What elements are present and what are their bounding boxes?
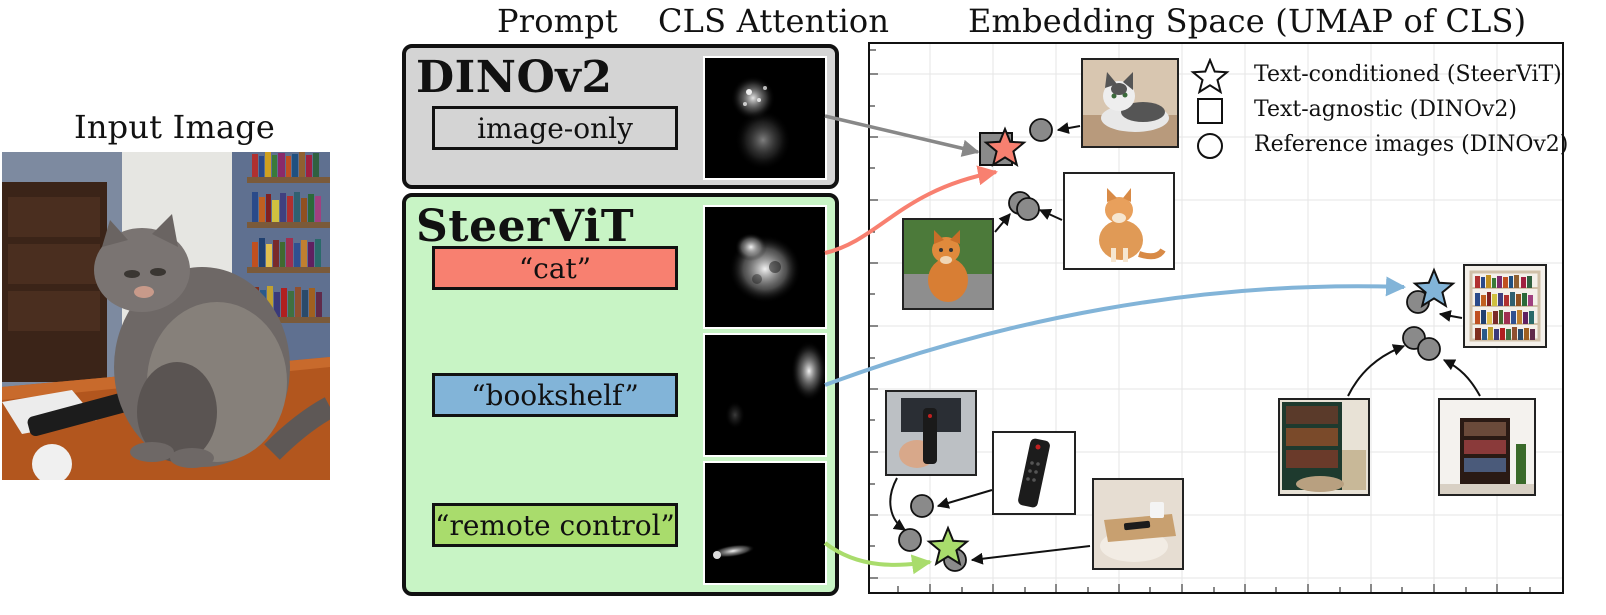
thumb-cat-orange-white-art bbox=[1065, 174, 1173, 268]
thumb-bookshelf-room bbox=[1278, 398, 1370, 496]
thumb-cat-orange-white bbox=[1063, 172, 1175, 270]
thumb-remote-hand bbox=[885, 390, 977, 476]
input-cat-illustration bbox=[2, 152, 330, 480]
thumb-remote-white bbox=[992, 431, 1076, 515]
prompt-remote-control: “remote control” bbox=[432, 503, 678, 547]
prompt-cat-label: “cat” bbox=[518, 251, 592, 285]
thumb-remote-table bbox=[1092, 478, 1184, 570]
thumb-cat-lying-art bbox=[1083, 60, 1177, 146]
thumb-bookshelf-white bbox=[1463, 264, 1547, 348]
dinov2-panel-title: DINOv2 bbox=[416, 52, 613, 103]
attention-map-remote-heat bbox=[711, 544, 755, 559]
prompt-bookshelf: “bookshelf” bbox=[432, 373, 678, 417]
attention-map-bookshelf bbox=[703, 333, 827, 457]
attention-map-dinov2-heat bbox=[731, 76, 791, 170]
thumb-remote-white-art bbox=[994, 433, 1074, 513]
thumb-bookshelf-dark-art bbox=[1440, 400, 1534, 494]
attention-map-cat bbox=[703, 205, 827, 329]
thumb-cat-lying bbox=[1081, 58, 1179, 148]
prompt-cat: “cat” bbox=[432, 246, 678, 290]
prompt-image-only: image-only bbox=[432, 106, 678, 150]
thumb-cat-sitting-street-art bbox=[904, 220, 992, 308]
legend-item-star bbox=[1190, 58, 1230, 94]
prompt-image-only-label: image-only bbox=[477, 111, 633, 145]
thumb-bookshelf-white-art bbox=[1465, 266, 1545, 346]
attention-map-remote bbox=[703, 461, 827, 585]
thumb-remote-table-art bbox=[1094, 480, 1182, 568]
legend-item-square bbox=[1196, 97, 1224, 125]
legend-label-circle: Reference images (DINOv2) bbox=[1254, 132, 1569, 157]
steervit-panel-title: SteerViT bbox=[416, 201, 635, 252]
legend-circle-icon bbox=[1197, 133, 1223, 159]
embedding-space-header: Embedding Space (UMAP of CLS) bbox=[968, 2, 1527, 40]
legend-item-circle bbox=[1196, 132, 1224, 160]
prompt-header: Prompt bbox=[497, 2, 618, 40]
embedding-plot-grid bbox=[870, 44, 1562, 592]
input-cat-photo bbox=[2, 152, 330, 480]
thumb-bookshelf-room-art bbox=[1280, 400, 1368, 494]
legend-label-star: Text-conditioned (SteerViT) bbox=[1254, 62, 1562, 87]
legend-square-icon bbox=[1197, 98, 1223, 124]
thumb-remote-hand-art bbox=[887, 392, 975, 474]
attention-map-bookshelf-heat bbox=[725, 341, 825, 429]
attention-map-dinov2 bbox=[703, 56, 827, 180]
cls-attention-header: CLS Attention bbox=[658, 2, 890, 40]
legend-label-square: Text-agnostic (DINOv2) bbox=[1254, 97, 1517, 122]
legend-star-icon bbox=[1190, 58, 1230, 94]
thumb-bookshelf-dark bbox=[1438, 398, 1536, 496]
attention-map-cat-heat bbox=[729, 233, 801, 303]
prompt-remote-control-label: “remote control” bbox=[435, 508, 675, 542]
input-image-title: Input Image bbox=[74, 108, 276, 146]
thumb-cat-sitting-street bbox=[902, 218, 994, 310]
dinov2-panel: DINOv2 image-only bbox=[402, 44, 839, 189]
prompt-bookshelf-label: “bookshelf” bbox=[471, 378, 639, 412]
steervit-panel: SteerViT “cat” “bookshelf” “remote contr… bbox=[402, 193, 839, 596]
